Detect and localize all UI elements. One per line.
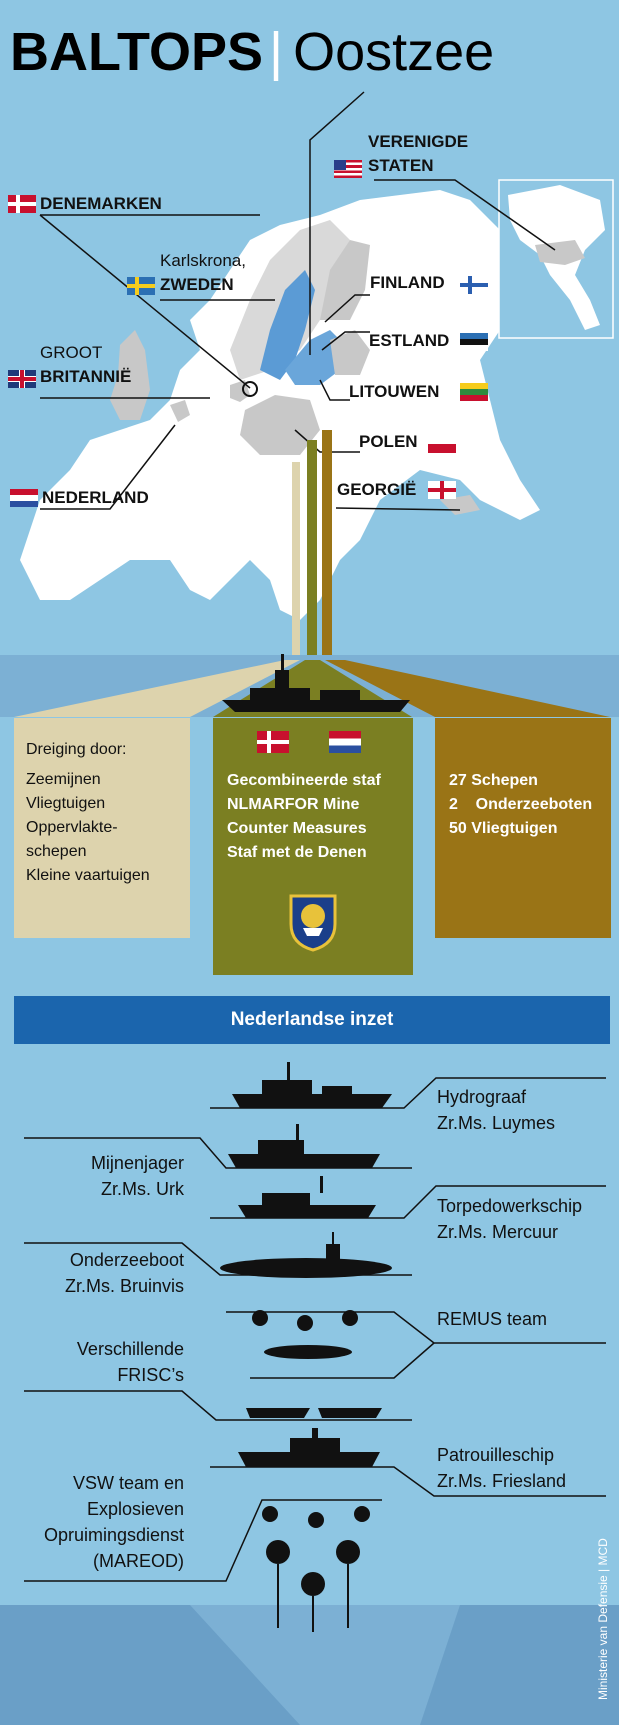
force-panel xyxy=(435,718,611,938)
remus-divers-icon xyxy=(252,1310,358,1359)
staff-line-4: Staf met de Denen xyxy=(227,844,367,861)
staff-line-1: Gecombineerde staf xyxy=(227,772,381,789)
label-georgie: GEORGIË xyxy=(337,480,417,499)
finland-flag-icon xyxy=(460,276,488,294)
threat-heading: Dreiging door: xyxy=(26,741,127,758)
label-remus: REMUS team xyxy=(437,1306,547,1332)
label-nederland: NEDERLAND xyxy=(42,488,149,507)
baltic-states-area xyxy=(330,330,370,375)
sweden-area xyxy=(260,270,315,380)
label-verenigde: VERENIGDE xyxy=(368,132,469,151)
label-staten: STATEN xyxy=(368,156,434,175)
threat-item-5: Kleine vaartuigen xyxy=(26,867,150,884)
poland-area xyxy=(240,395,320,455)
uk-flag-icon xyxy=(8,370,36,388)
usa-flag-icon xyxy=(334,160,362,178)
georgia-flag-icon xyxy=(428,481,456,499)
label-litouwen: LITOUWEN xyxy=(349,382,440,401)
staff-denmark-flag-icon xyxy=(257,731,289,753)
torpedo-type: Torpedowerkschip xyxy=(437,1196,583,1216)
threat-item-4: schepen xyxy=(26,843,87,860)
mijnenjager-ship-icon xyxy=(228,1124,380,1168)
lithuania-flag-icon xyxy=(460,383,488,401)
hydrograaf-name: Zr.Ms. Luymes xyxy=(437,1113,556,1133)
poland-flag-icon xyxy=(428,435,456,453)
vsw-line-3: Opruimingsdienst xyxy=(43,1525,184,1545)
label-verenigde-staten: VERENIGDE STATEN xyxy=(368,130,468,178)
mijnenjager-name: Zr.Ms. Urk xyxy=(101,1179,184,1199)
label-torpedowerkschip: Torpedowerkschip Zr.Ms. Mercuur xyxy=(437,1193,582,1245)
hydrograaf-type: Hydrograaf xyxy=(437,1087,527,1107)
title-separator: | xyxy=(269,22,284,82)
vsw-line-2: Explosieven xyxy=(86,1499,184,1519)
torpedo-name: Zr.Ms. Mercuur xyxy=(437,1222,559,1242)
vsw-line-1: VSW team en xyxy=(72,1473,184,1493)
credit-text: Ministerie van Defensie | MCD xyxy=(596,1538,610,1700)
torpedowerkschip-ship-icon xyxy=(238,1176,376,1218)
staff-line-2: NLMARFOR Mine xyxy=(227,796,360,813)
label-groot-britannie: GROOT BRITANNIË xyxy=(40,341,131,389)
vsw-divers-icon xyxy=(262,1506,370,1528)
label-karlskrona-city: Karlskrona, xyxy=(160,251,246,270)
label-groot: GROOT xyxy=(40,343,103,362)
force-line-2: 2 Onderzeeboten xyxy=(449,796,593,813)
frisc-boats-icon xyxy=(246,1408,382,1418)
patrouille-type: Patrouilleschip xyxy=(437,1445,555,1465)
label-estland: ESTLAND xyxy=(369,331,450,350)
navy-emblem-icon xyxy=(289,894,337,952)
label-hydrograaf: Hydrograaf Zr.Ms. Luymes xyxy=(437,1084,555,1136)
threat-wedge xyxy=(14,660,300,717)
label-karlskrona: Karlskrona, ZWEDEN xyxy=(160,249,246,297)
sweden-flag-icon xyxy=(127,277,155,295)
estland-flag-icon xyxy=(460,333,488,351)
remus-name: REMUS team xyxy=(437,1309,548,1329)
denmark-flag-icon xyxy=(8,195,36,213)
mijnenjager-type: Mijnenjager xyxy=(90,1153,184,1173)
staff-netherlands-flag-icon xyxy=(329,731,361,753)
flagship-silhouette xyxy=(222,654,410,712)
force-line-1: 27 Schepen xyxy=(449,772,538,789)
netherlands-flag-icon xyxy=(10,489,38,507)
force-band xyxy=(322,430,332,655)
section-banner: Nederlandse inzet xyxy=(14,996,610,1044)
karlskrona-marker xyxy=(242,381,258,397)
onderzeeboot-name: Zr.Ms. Bruinvis xyxy=(64,1276,184,1296)
force-wedge xyxy=(325,660,610,717)
label-britannie: BRITANNIË xyxy=(40,367,132,386)
label-patrouilleschip: Patrouilleschip Zr.Ms. Friesland xyxy=(437,1442,566,1494)
netherlands-area xyxy=(170,400,190,422)
label-mijnenjager: Mijnenjager Zr.Ms. Urk xyxy=(91,1150,184,1202)
usa-shape xyxy=(535,240,585,265)
staff-line-3: Counter Measures xyxy=(227,820,367,837)
frisc-name: FRISC’s xyxy=(117,1365,184,1385)
patrouille-name: Zr.Ms. Friesland xyxy=(437,1471,567,1491)
label-frisc: Verschillende FRISC’s xyxy=(77,1336,184,1388)
title-sub: Oostzee xyxy=(293,22,495,82)
title-main: BALTOPS xyxy=(10,22,264,82)
label-polen: POLEN xyxy=(359,432,418,451)
sea-mines-icon xyxy=(266,1540,360,1632)
label-vsw: VSW team en Explosieven Opruimingsdienst… xyxy=(44,1470,184,1574)
patrouilleschip-icon xyxy=(238,1428,380,1467)
vsw-line-4: (MAREOD) xyxy=(93,1551,184,1571)
onderzeeboot-type: Onderzeeboot xyxy=(69,1250,184,1270)
staff-band xyxy=(307,440,317,655)
page-title: BALTOPS|Oostzee xyxy=(10,22,494,82)
frisc-type: Verschillende xyxy=(76,1339,184,1359)
label-denemarken: DENEMARKEN xyxy=(40,194,162,213)
threat-band xyxy=(292,462,300,655)
label-zweden: ZWEDEN xyxy=(160,275,234,294)
label-onderzeeboot: Onderzeeboot Zr.Ms. Bruinvis xyxy=(65,1247,184,1299)
label-finland: FINLAND xyxy=(370,273,445,292)
threat-item-3: Oppervlakte- xyxy=(26,819,118,836)
finland-area xyxy=(320,240,370,320)
onderzeeboot-icon xyxy=(220,1232,392,1278)
threat-panel xyxy=(14,718,190,938)
hydrograaf-ship-icon xyxy=(232,1062,392,1108)
threat-item-1: Zeemijnen xyxy=(26,771,101,788)
threat-item-2: Vliegtuigen xyxy=(26,795,106,812)
force-line-3: 50 Vliegtuigen xyxy=(449,820,558,837)
